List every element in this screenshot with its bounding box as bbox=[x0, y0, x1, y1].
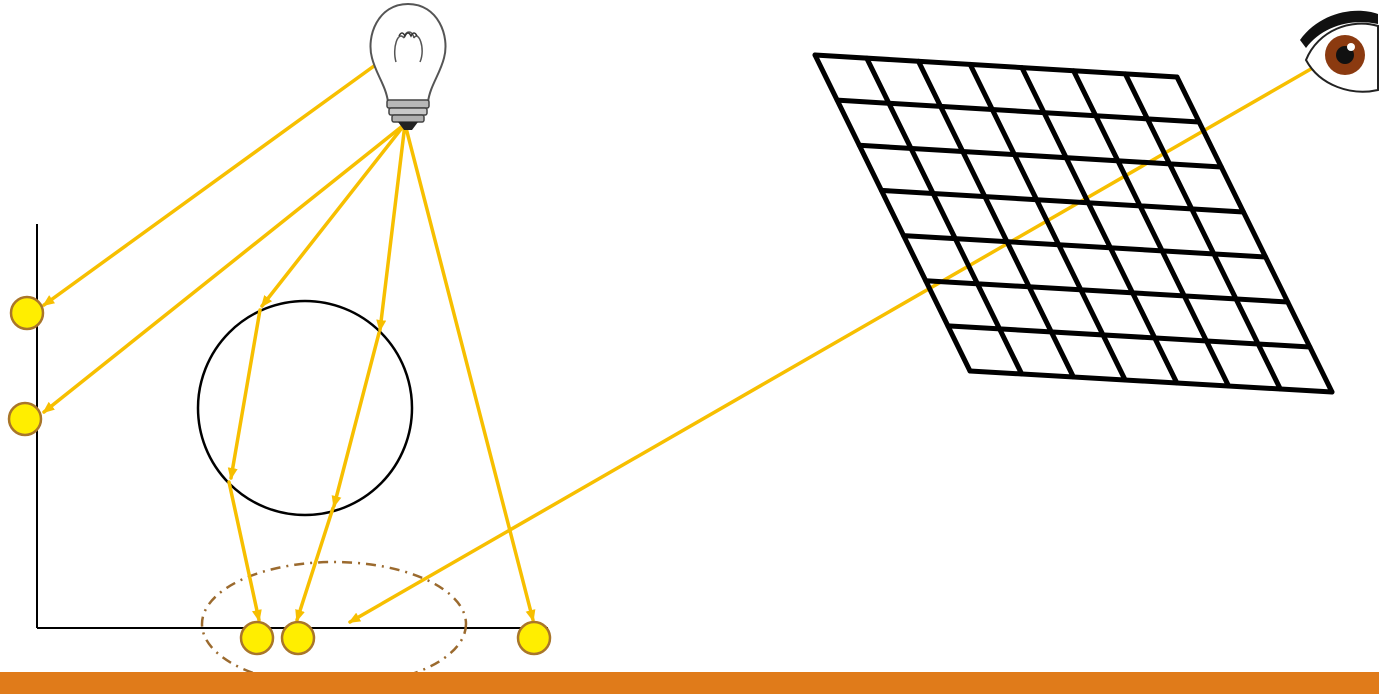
grid-row-line bbox=[967, 368, 1335, 395]
image-plane-grid bbox=[812, 52, 1335, 395]
grid-column-line bbox=[812, 52, 973, 374]
ray-bulb-to-sphere-left bbox=[260, 122, 407, 308]
light-rays bbox=[42, 56, 1332, 624]
grid-column-line bbox=[915, 58, 1076, 380]
hit-points bbox=[7, 295, 552, 656]
hit-point-wall-lower bbox=[7, 401, 43, 437]
ray-sphere-left-through bbox=[227, 308, 262, 480]
hit-point-wall-upper bbox=[9, 295, 45, 331]
grid-column-line bbox=[864, 55, 1025, 377]
ray-sphere-right-to-floor bbox=[295, 506, 335, 622]
grid-row-line bbox=[812, 52, 1180, 80]
grid-column-line bbox=[1122, 71, 1283, 392]
light-bulb-icon bbox=[369, 2, 447, 130]
grid-row-line bbox=[878, 187, 1246, 215]
footer-accent-bar bbox=[0, 672, 1379, 694]
ray-bulb-to-sphere-right bbox=[376, 122, 407, 332]
eye-icon bbox=[1300, 10, 1379, 93]
ray-bulb-to-wall-upper bbox=[42, 64, 376, 307]
ray-sphere-right-through bbox=[331, 331, 381, 508]
focus-region-ellipse bbox=[200, 560, 468, 688]
grid-row-line bbox=[901, 233, 1269, 260]
hit-point-floor-2 bbox=[280, 620, 316, 656]
grid-row-line bbox=[856, 142, 1224, 170]
grid-column-line bbox=[1019, 65, 1180, 386]
grid-column-line bbox=[1071, 68, 1232, 389]
grid-column-line bbox=[967, 61, 1128, 383]
grid-row-line bbox=[923, 278, 1291, 305]
grid-row-line bbox=[834, 97, 1202, 125]
ray-bulb-to-wall-lower bbox=[42, 122, 407, 414]
grid-column-line bbox=[1174, 74, 1335, 395]
ray-bulb-to-floor-right bbox=[403, 122, 536, 622]
ray-eye-through-grid bbox=[348, 56, 1332, 624]
grid-row-line bbox=[945, 323, 1313, 350]
ray-sphere-left-to-floor bbox=[227, 480, 262, 622]
hit-point-floor-1 bbox=[239, 620, 275, 656]
hit-point-floor-3 bbox=[516, 620, 552, 656]
sphere-object bbox=[196, 299, 414, 517]
